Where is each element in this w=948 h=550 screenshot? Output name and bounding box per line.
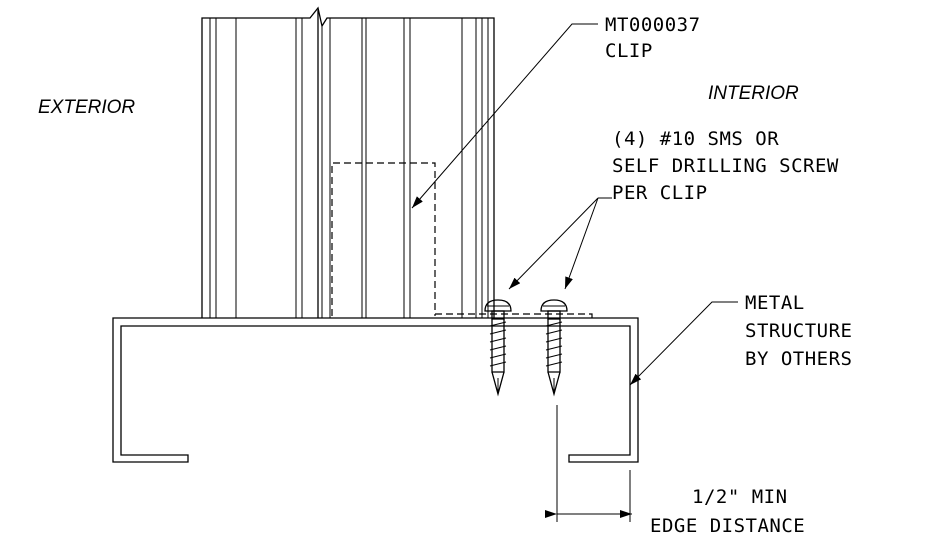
screw-note-line2: SELF DRILLING SCREW xyxy=(612,155,839,177)
dimension-note-line1: 1/2" MIN xyxy=(692,486,788,508)
screw-icon xyxy=(540,299,568,397)
leader-lines xyxy=(411,23,738,386)
edge-distance-dimension xyxy=(545,405,632,522)
interior-label: INTERIOR xyxy=(708,83,799,104)
exterior-label: EXTERIOR xyxy=(38,97,135,118)
dimension-note-line2: EDGE DISTANCE xyxy=(650,515,805,537)
metal-note-line3: BY OTHERS xyxy=(745,348,852,370)
metal-note-line2: STRUCTURE xyxy=(745,320,852,342)
mullion-extrusion xyxy=(201,6,495,318)
metal-structure-channel xyxy=(112,317,639,463)
metal-note-line1: METAL xyxy=(745,292,805,314)
clip-part-number: MT000037 xyxy=(605,14,701,36)
clip-label: CLIP xyxy=(605,40,653,62)
screw-note-line3: PER CLIP xyxy=(612,182,708,204)
screw-note-line1: (4) #10 SMS OR xyxy=(612,128,779,150)
screw-icon xyxy=(484,299,512,397)
